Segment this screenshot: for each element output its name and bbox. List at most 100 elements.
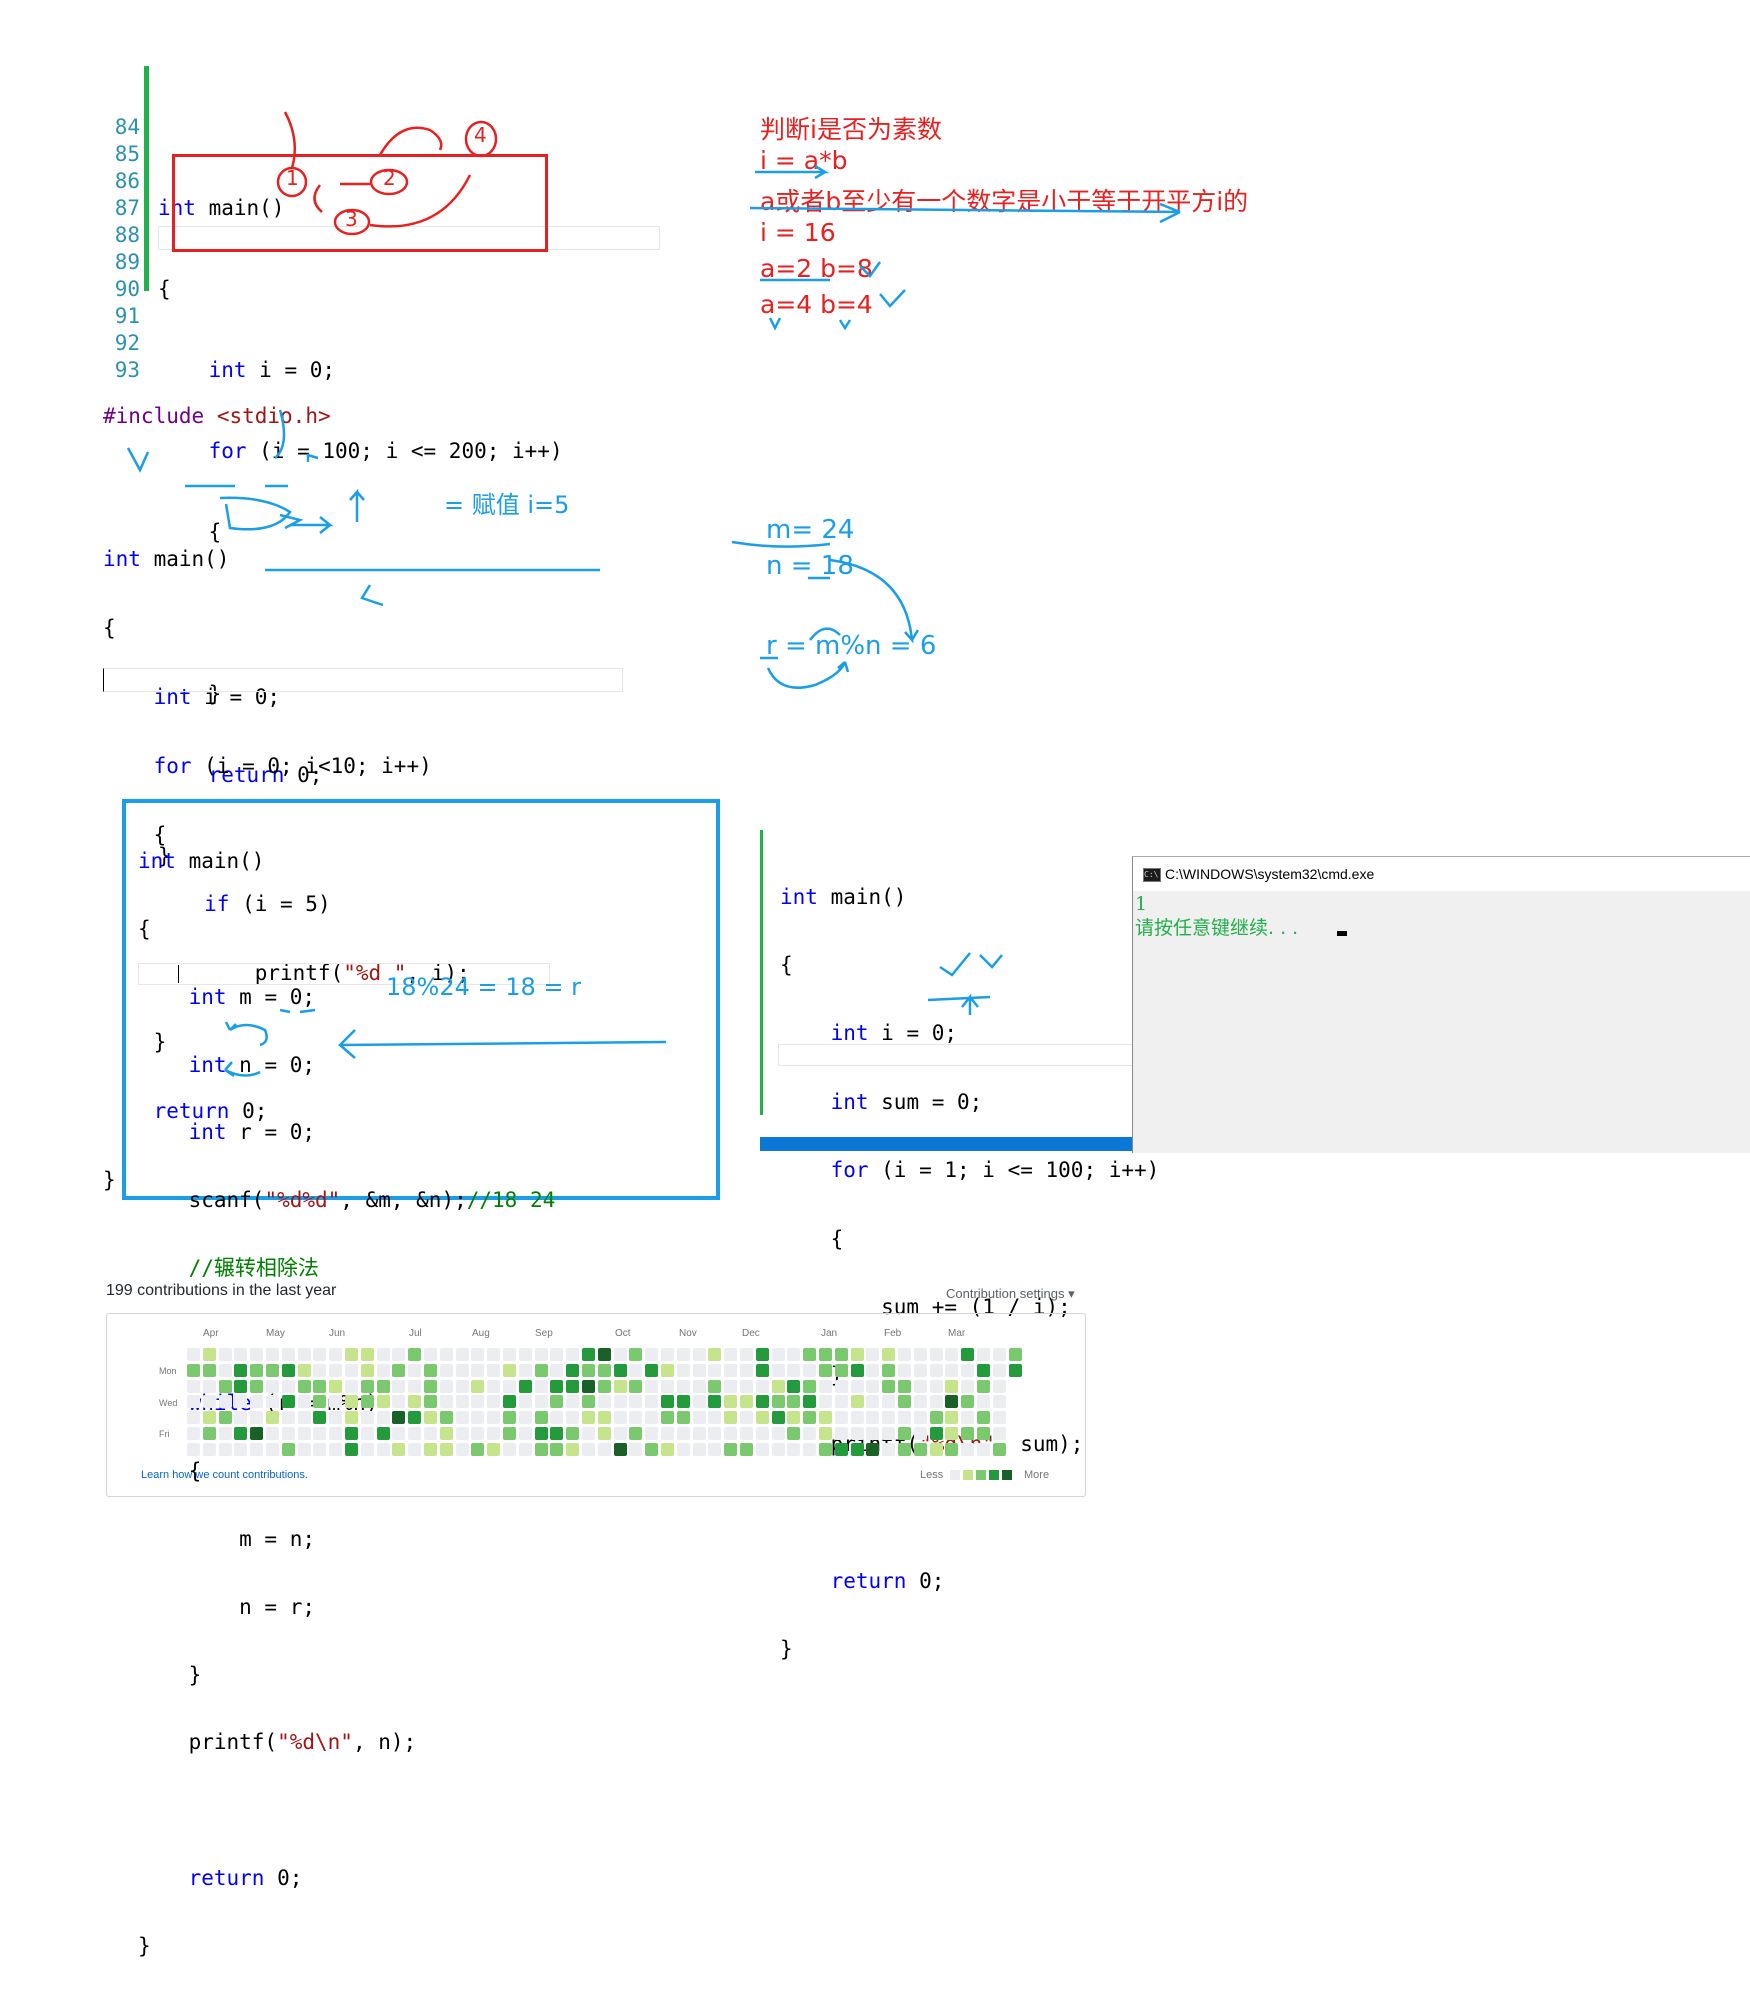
contribution-day[interactable] [929,1395,943,1409]
contribution-day[interactable] [329,1379,343,1393]
contribution-day[interactable] [424,1442,437,1456]
contribution-day[interactable] [929,1427,943,1440]
contribution-day[interactable] [202,1442,216,1456]
contribution-day[interactable] [424,1411,437,1425]
contribution-day[interactable] [518,1379,532,1393]
contribution-day[interactable] [566,1348,580,1361]
contribution-day[interactable] [313,1427,327,1440]
contribution-day[interactable] [218,1363,232,1377]
contribution-day[interactable] [977,1395,990,1409]
contribution-day[interactable] [834,1427,848,1440]
contribution-day[interactable] [550,1411,564,1425]
contribution-day[interactable] [834,1395,848,1409]
contribution-day[interactable] [518,1442,532,1456]
contribution-day[interactable] [376,1379,390,1393]
contribution-day[interactable] [929,1363,943,1377]
contribution-day[interactable] [803,1427,817,1440]
contribution-day[interactable] [297,1379,311,1393]
contribution-day[interactable] [834,1442,848,1456]
contribution-day[interactable] [534,1411,548,1425]
contribution-day[interactable] [471,1427,485,1440]
contribution-day[interactable] [661,1427,674,1440]
contribution-day[interactable] [645,1442,659,1456]
contribution-day[interactable] [613,1411,627,1425]
contribution-day[interactable] [882,1395,896,1409]
contribution-day[interactable] [313,1348,327,1361]
contribution-day[interactable] [977,1427,990,1440]
contribution-day[interactable] [582,1363,595,1377]
contribution-day[interactable] [692,1348,706,1361]
contribution-day[interactable] [503,1348,516,1361]
contribution-day[interactable] [787,1442,801,1456]
contribution-day[interactable] [708,1411,722,1425]
contribution-day[interactable] [345,1442,358,1456]
contribution-day[interactable] [202,1427,216,1440]
contribution-day[interactable] [187,1427,200,1440]
contribution-day[interactable] [992,1442,1006,1456]
contribution-day[interactable] [597,1411,611,1425]
contribution-day[interactable] [281,1427,295,1440]
contribution-day[interactable] [566,1427,580,1440]
contribution-day[interactable] [329,1363,343,1377]
contribution-day[interactable] [266,1348,279,1361]
contribution-day[interactable] [471,1348,485,1361]
contribution-day[interactable] [645,1395,659,1409]
contribution-day[interactable] [455,1379,469,1393]
contribution-day[interactable] [850,1363,864,1377]
contribution-day[interactable] [187,1395,200,1409]
contribution-day[interactable] [455,1442,469,1456]
contribution-day[interactable] [518,1427,532,1440]
contribution-day[interactable] [945,1427,959,1440]
contribution-day[interactable] [945,1411,959,1425]
contribution-day[interactable] [613,1442,627,1456]
contribution-day[interactable] [771,1411,785,1425]
contribution-day[interactable] [850,1442,864,1456]
contribution-day[interactable] [329,1395,343,1409]
contribution-day[interactable] [187,1363,200,1377]
contribution-day[interactable] [771,1348,785,1361]
contribution-day[interactable] [218,1427,232,1440]
contribution-day[interactable] [945,1348,959,1361]
contribution-day[interactable] [992,1363,1006,1377]
contribution-day[interactable] [629,1442,643,1456]
contribution-day[interactable] [882,1442,896,1456]
contribution-day[interactable] [439,1411,453,1425]
contribution-day[interactable] [234,1411,248,1425]
contribution-day[interactable] [945,1363,959,1377]
contribution-day[interactable] [250,1442,264,1456]
contribution-day[interactable] [834,1363,848,1377]
contribution-day[interactable] [360,1427,374,1440]
contribution-day[interactable] [187,1442,200,1456]
contribution-day[interactable] [629,1427,643,1440]
contribution-day[interactable] [645,1427,659,1440]
contribution-day[interactable] [692,1427,706,1440]
contribution-day[interactable] [360,1442,374,1456]
contribution-day[interactable] [755,1363,769,1377]
learn-link[interactable]: Learn how we count contributions. [141,1469,308,1481]
contribution-day[interactable] [645,1348,659,1361]
contribution-day[interactable] [803,1442,817,1456]
contribution-day[interactable] [1008,1348,1022,1361]
contribution-day[interactable] [834,1348,848,1361]
contribution-day[interactable] [534,1363,548,1377]
contribution-day[interactable] [755,1427,769,1440]
contribution-day[interactable] [676,1427,690,1440]
contribution-day[interactable] [882,1363,896,1377]
contribution-day[interactable] [913,1442,927,1456]
contribution-day[interactable] [992,1395,1006,1409]
contribution-day[interactable] [597,1427,611,1440]
contribution-day[interactable] [250,1379,264,1393]
contribution-day[interactable] [961,1348,975,1361]
contribution-day[interactable] [503,1411,516,1425]
contribution-day[interactable] [487,1348,501,1361]
contribution-day[interactable] [455,1427,469,1440]
contribution-day[interactable] [582,1427,595,1440]
contribution-day[interactable] [724,1348,738,1361]
contribution-day[interactable] [376,1348,390,1361]
contribution-day[interactable] [992,1411,1006,1425]
contribution-day[interactable] [819,1442,832,1456]
contribution-day[interactable] [676,1411,690,1425]
contribution-day[interactable] [218,1395,232,1409]
contribution-day[interactable] [597,1348,611,1361]
contribution-day[interactable] [661,1348,674,1361]
